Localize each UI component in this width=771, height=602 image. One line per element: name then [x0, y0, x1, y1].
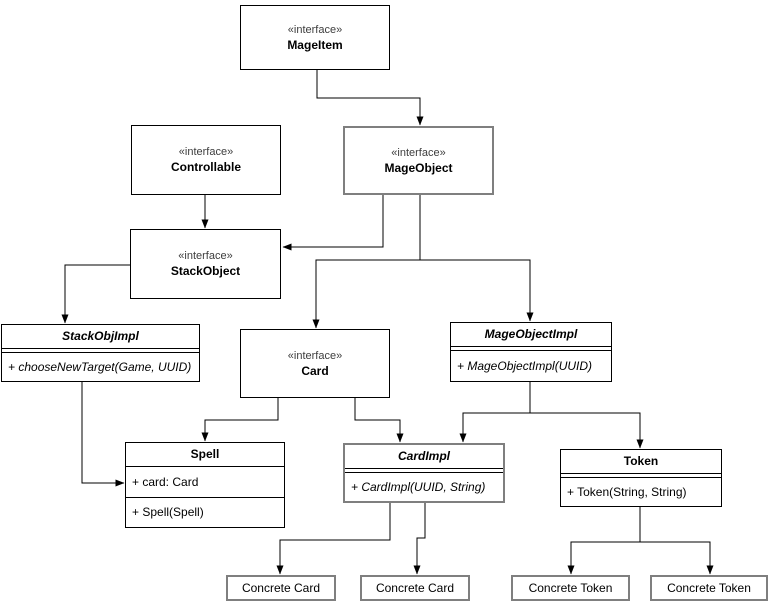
class-node-cardimpl[interactable]: CardImpl + CardImpl(UUID, String)	[343, 443, 505, 503]
class-name: Concrete Card	[375, 581, 455, 595]
edge-token-to-concrete-token-1	[567, 507, 641, 575]
class-node-controllable[interactable]: «interface» Controllable	[131, 125, 281, 195]
class-title-compartment: CardImpl	[345, 445, 503, 468]
class-name: MageObjectImpl	[484, 327, 578, 341]
class-name: CardImpl	[397, 449, 450, 463]
edge-mageobject-to-card	[312, 195, 421, 329]
class-member: + MageObjectImpl(UUID)	[457, 359, 593, 373]
empty-attribute-compartment	[2, 348, 199, 353]
class-title-compartment: «interface» Controllable	[132, 126, 280, 194]
class-node-mageobject[interactable]: «interface»MageObject	[343, 126, 494, 195]
edge-mageobject-to-mageobjectimpl	[419, 195, 534, 322]
edge-cardimpl-to-concrete-card-1	[276, 503, 391, 575]
stereotype-label: «interface»	[287, 349, 343, 362]
class-node-stackobject[interactable]: «interface» StackObject	[130, 229, 281, 299]
class-node-concrete-card-1[interactable]: Concrete Card	[226, 575, 336, 601]
class-title-compartment: «interface» StackObject	[131, 230, 280, 298]
class-title-compartment: Concrete Token	[652, 577, 766, 600]
class-name: Controllable	[170, 160, 241, 174]
stereotype-label: «interface»	[391, 146, 446, 159]
class-member: + CardImpl(UUID, String)	[351, 480, 486, 494]
stereotype-label: «interface»	[287, 23, 343, 36]
class-name: MageItem	[287, 37, 343, 52]
class-node-mageobjectimpl[interactable]: MageObjectImpl + MageObjectImpl(UUID)	[450, 322, 612, 382]
edge-token-to-concrete-token-2	[639, 507, 714, 575]
class-node-concrete-token-2[interactable]: Concrete Token	[650, 575, 768, 601]
class-name: MageObject	[384, 160, 453, 175]
class-title-compartment: Spell	[126, 443, 284, 466]
edge-mageobjectimpl-to-cardimpl	[459, 382, 531, 443]
class-name: StackObjImpl	[62, 329, 139, 343]
stereotype-label: «interface»	[178, 146, 234, 158]
class-member: + chooseNewTarget(Game, UUID)	[8, 360, 192, 374]
class-node-spell[interactable]: Spell + card: Card+ Spell(Spell)	[125, 442, 285, 528]
class-member: + card: Card	[126, 466, 284, 497]
class-title-compartment: Concrete Token	[513, 577, 628, 600]
edge-mageobjectimpl-to-token	[529, 382, 644, 449]
class-title-compartment: «interface»Card	[241, 330, 389, 397]
class-node-mageitem[interactable]: «interface»MageItem	[240, 5, 390, 70]
class-title-compartment: Token	[561, 450, 721, 473]
class-title-compartment: «interface»MageItem	[241, 6, 389, 69]
edge-mageitem-to-mageobject	[316, 70, 424, 126]
class-name: Spell	[190, 447, 220, 461]
class-title-compartment: «interface»MageObject	[345, 128, 492, 193]
class-member: + Token(String, String)	[567, 485, 687, 499]
edge-card-to-cardimpl	[354, 398, 404, 443]
class-node-stackobjimpl[interactable]: StackObjImpl + chooseNewTarget(Game, UUID…	[1, 324, 200, 382]
class-node-token[interactable]: Token + Token(String, String)	[560, 449, 722, 507]
class-node-card[interactable]: «interface»Card	[240, 329, 390, 398]
class-name: Token	[623, 454, 659, 468]
class-name: StackObject	[170, 264, 241, 278]
class-name: Card	[301, 363, 329, 378]
edge-stackobjimpl-to-spell	[81, 382, 125, 487]
class-node-concrete-card-2[interactable]: Concrete Card	[360, 575, 470, 601]
class-name: Concrete Token	[528, 581, 613, 595]
class-title-compartment: Concrete Card	[362, 577, 468, 600]
edge-cardimpl-to-concrete-card-2	[413, 503, 426, 575]
edge-card-to-spell	[201, 398, 279, 442]
class-node-concrete-token-1[interactable]: Concrete Token	[511, 575, 630, 601]
empty-attribute-compartment	[345, 468, 503, 473]
class-title-compartment: Concrete Card	[228, 577, 334, 600]
class-member: + Spell(Spell)	[126, 496, 284, 528]
edge-mageobject-to-stackobject	[282, 195, 384, 251]
class-title-compartment: MageObjectImpl	[451, 323, 611, 346]
empty-attribute-compartment	[451, 346, 611, 351]
class-name: Concrete Token	[667, 581, 751, 595]
empty-attribute-compartment	[561, 473, 721, 478]
class-name: Concrete Card	[241, 581, 321, 595]
edge-stackobject-to-stackobjimpl	[61, 264, 130, 324]
stereotype-label: «interface»	[178, 250, 233, 262]
class-title-compartment: StackObjImpl	[2, 325, 199, 348]
